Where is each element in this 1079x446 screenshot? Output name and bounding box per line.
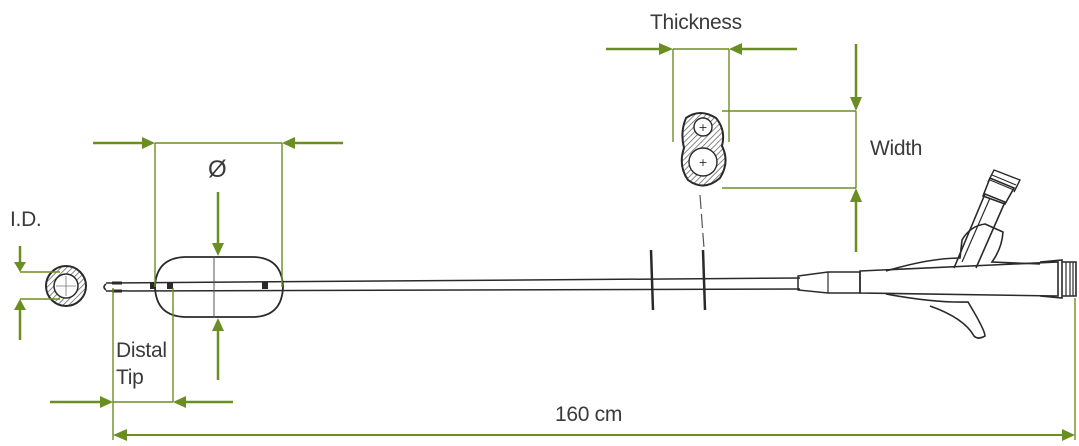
svg-text:+: + (698, 121, 707, 134)
width-dimension (722, 44, 862, 252)
thickness-dimension (606, 43, 797, 142)
inner-diameter-dimension (14, 246, 60, 340)
catheter-hub (797, 169, 1077, 339)
distal-tip-dimension (50, 288, 233, 408)
balloon-diameter-dimension (93, 137, 343, 380)
balloon (150, 256, 284, 318)
length-label: 160 cm (555, 403, 623, 426)
thickness-label: Thickness (650, 11, 742, 34)
length-dimension (112, 298, 1076, 441)
cross-section-inner-diameter (45, 265, 87, 307)
svg-text:+: + (698, 156, 707, 169)
cross-section-dual-lumen: + + (680, 112, 727, 187)
diameter-label: Ø (208, 156, 227, 183)
width-label: Width (870, 137, 923, 160)
distal-label: Distal (116, 339, 167, 362)
inner-diameter-label: I.D. (10, 208, 42, 231)
tip-label: Tip (116, 366, 144, 389)
catheter-shaft (103, 194, 801, 311)
